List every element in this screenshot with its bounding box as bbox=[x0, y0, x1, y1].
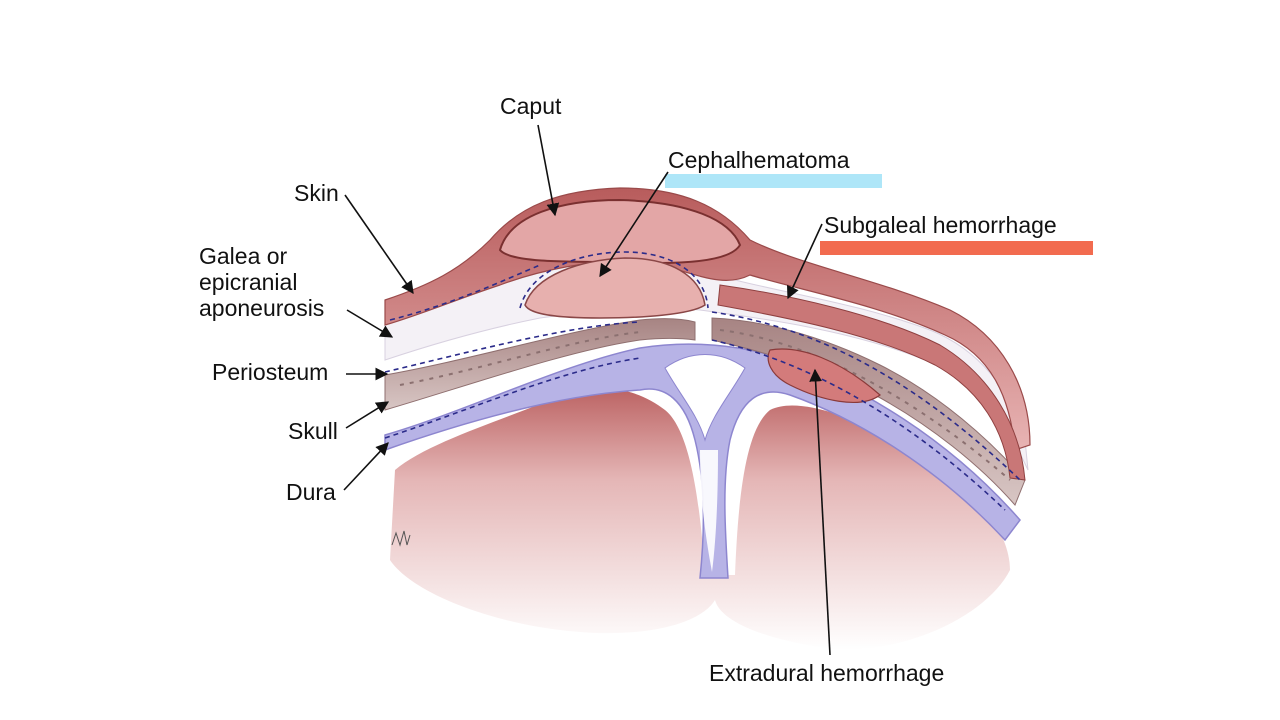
label-dura: Dura bbox=[286, 479, 336, 505]
arrow-extradural bbox=[809, 368, 831, 656]
label-subgaleal-hemorrhage: Subgaleal hemorrhage bbox=[824, 212, 1057, 238]
caput-swelling bbox=[498, 198, 742, 264]
dura-layer bbox=[384, 343, 1021, 579]
extradural-hemorrhage-collection bbox=[767, 348, 881, 403]
arrow-skull bbox=[345, 401, 390, 429]
label-galea-line1: Galea or bbox=[199, 243, 288, 269]
arrow-subgaleal bbox=[786, 223, 823, 300]
label-galea-line3: aponeurosis bbox=[199, 295, 324, 321]
pointer-arrows bbox=[343, 124, 831, 656]
label-caput: Caput bbox=[500, 93, 562, 119]
label-skull: Skull bbox=[288, 418, 338, 444]
label-cephalhematoma: Cephalhematoma bbox=[668, 147, 850, 173]
artist-signature bbox=[391, 530, 411, 547]
arrow-caput bbox=[537, 124, 560, 217]
arrow-galea bbox=[346, 309, 394, 338]
arrow-dura bbox=[343, 442, 389, 491]
subgaleal-highlight-bar bbox=[820, 241, 1093, 255]
arrow-skin bbox=[344, 194, 414, 295]
cephalhematoma-highlight-bar bbox=[665, 174, 882, 188]
cephalhematoma-collection bbox=[519, 251, 709, 319]
label-periosteum: Periosteum bbox=[212, 359, 328, 385]
arrow-cephalhematoma bbox=[599, 171, 669, 278]
dashed-boundaries bbox=[384, 264, 1021, 511]
label-galea-line2: epicranial bbox=[199, 269, 297, 295]
brain-tissue bbox=[390, 387, 1010, 650]
label-extradural-hemorrhage: Extradural hemorrhage bbox=[709, 660, 944, 686]
label-skin: Skin bbox=[294, 180, 339, 206]
